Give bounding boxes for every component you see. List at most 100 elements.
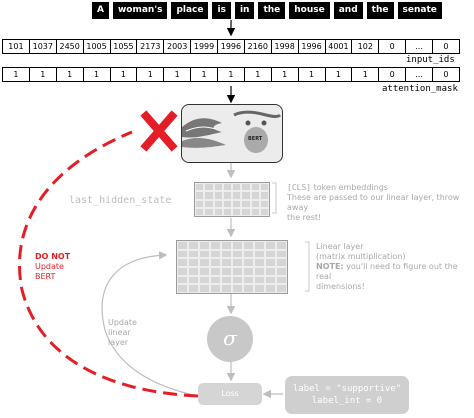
grid-cell: [188, 249, 199, 259]
grid-cell: [222, 191, 232, 200]
grid-cell: [199, 267, 210, 276]
grid-cell: [204, 191, 214, 200]
grid-cell: [222, 207, 232, 216]
grid-cell: [254, 249, 265, 259]
grid-cell: [188, 284, 199, 293]
grid-cell: [210, 249, 221, 259]
attention-mask-cell: 1: [163, 67, 192, 82]
grid-cell: [188, 275, 199, 285]
grid-cell: [250, 183, 260, 192]
input-ids-cell: 4001: [324, 39, 353, 54]
input-ids-cell: 2173: [136, 39, 165, 54]
grid-cell: [232, 241, 243, 250]
attention-mask-cell: 1: [217, 67, 245, 82]
grid-cell: [232, 207, 242, 216]
linear-note-line-1: Linear layer: [316, 242, 364, 251]
input-ids-cell: ...: [405, 39, 433, 54]
hidden-note-line-2: the rest!: [287, 213, 322, 222]
token: place: [171, 2, 209, 19]
grid-cell: [232, 267, 243, 276]
attention-mask-cell: 1: [2, 67, 30, 82]
grid-cell: [254, 284, 265, 293]
grid-cell: [177, 284, 188, 293]
attention-mask-cell: 1: [297, 67, 326, 82]
input-ids-cell: 2160: [243, 39, 272, 54]
grid-cell: [195, 207, 205, 216]
grid-cell: [265, 241, 276, 250]
grid-cell: [232, 191, 242, 200]
grid-cell: [232, 258, 243, 267]
do-not-line-2: Update: [35, 262, 64, 271]
grid-cell: [254, 275, 265, 285]
grid-cell: [188, 267, 199, 276]
grid-cell: [204, 199, 214, 208]
input-ids-cell: 1037: [28, 39, 57, 54]
token: is: [212, 2, 231, 19]
input-ids-cell: 102: [351, 39, 380, 54]
update-linear-text: Update linear layer: [108, 318, 137, 348]
grid-cell: [195, 199, 205, 208]
label-box: label = "supportive" label_int = 0: [285, 376, 409, 414]
grid-cell: [265, 284, 276, 293]
token: the: [366, 2, 394, 19]
grid-cell: [254, 258, 265, 267]
grid-cell: [243, 267, 254, 276]
input-ids-label: input_ids: [406, 55, 455, 65]
loss-box: Loss: [198, 383, 262, 405]
grid-cell: [250, 199, 260, 208]
attention-mask-cell: ...: [405, 67, 433, 82]
input-ids-cell: 1005: [82, 39, 111, 54]
grid-cell: [232, 183, 242, 192]
grid-cell: [276, 241, 287, 250]
grid-cell: [265, 249, 276, 259]
grid-cell: [195, 183, 205, 192]
grid-cell: [221, 258, 232, 267]
grid-cell: [210, 258, 221, 267]
grid-cell: [259, 199, 269, 208]
hidden-note: [CLS] token embeddings These are passed …: [287, 183, 474, 223]
input-ids-cell: 1055: [109, 39, 138, 54]
grid-cell: [276, 249, 287, 259]
do-not-line-3: BERT: [35, 272, 56, 281]
linear-note: Linear layer (matrix multiplication) NOT…: [316, 242, 474, 292]
attention-mask-cell: 1: [28, 67, 57, 82]
input-ids-cell: 101: [2, 39, 30, 54]
do-not-line-1: DO NOT: [35, 252, 71, 261]
attention-mask-cell: 1: [190, 67, 218, 82]
grid-cell: [241, 183, 251, 192]
grid-cell: [210, 275, 221, 285]
do-not-update-text: DO NOT Update BERT: [35, 252, 70, 282]
grid-cell: [232, 275, 243, 285]
grid-cell: [177, 258, 188, 267]
grid-cell: [232, 199, 242, 208]
grid-cell: [276, 275, 287, 285]
update-linear-line-3: layer: [108, 338, 129, 347]
grid-cell: [243, 275, 254, 285]
update-linear-line-1: Update: [108, 318, 137, 327]
grid-cell: [221, 267, 232, 276]
grid-cell: [213, 183, 223, 192]
grid-cell: [259, 207, 269, 216]
grid-cell: [204, 183, 214, 192]
attention-mask-cell: 0: [432, 67, 460, 82]
token: in: [234, 2, 255, 19]
grid-cell: [199, 241, 210, 250]
token: A: [92, 2, 109, 19]
grid-cell: [241, 207, 251, 216]
sigmoid-node: σ: [207, 316, 253, 362]
hidden-bracket: [272, 182, 277, 214]
input-ids-cell: 0: [378, 39, 407, 54]
linear-note-rest: you'll need to figure out the real: [316, 262, 458, 281]
grid-cell: [276, 258, 287, 267]
grid-cell: [177, 267, 188, 276]
grid-cell: [241, 199, 251, 208]
attention-mask-cell: 1: [82, 67, 111, 82]
linear-bracket: [305, 241, 310, 292]
token: senate: [397, 2, 442, 19]
grid-cell: [213, 199, 223, 208]
attention-mask-cell: 1: [270, 67, 299, 82]
attention-mask-cell: 1: [243, 67, 272, 82]
token: woman's: [112, 2, 168, 19]
grid-cell: [259, 191, 269, 200]
